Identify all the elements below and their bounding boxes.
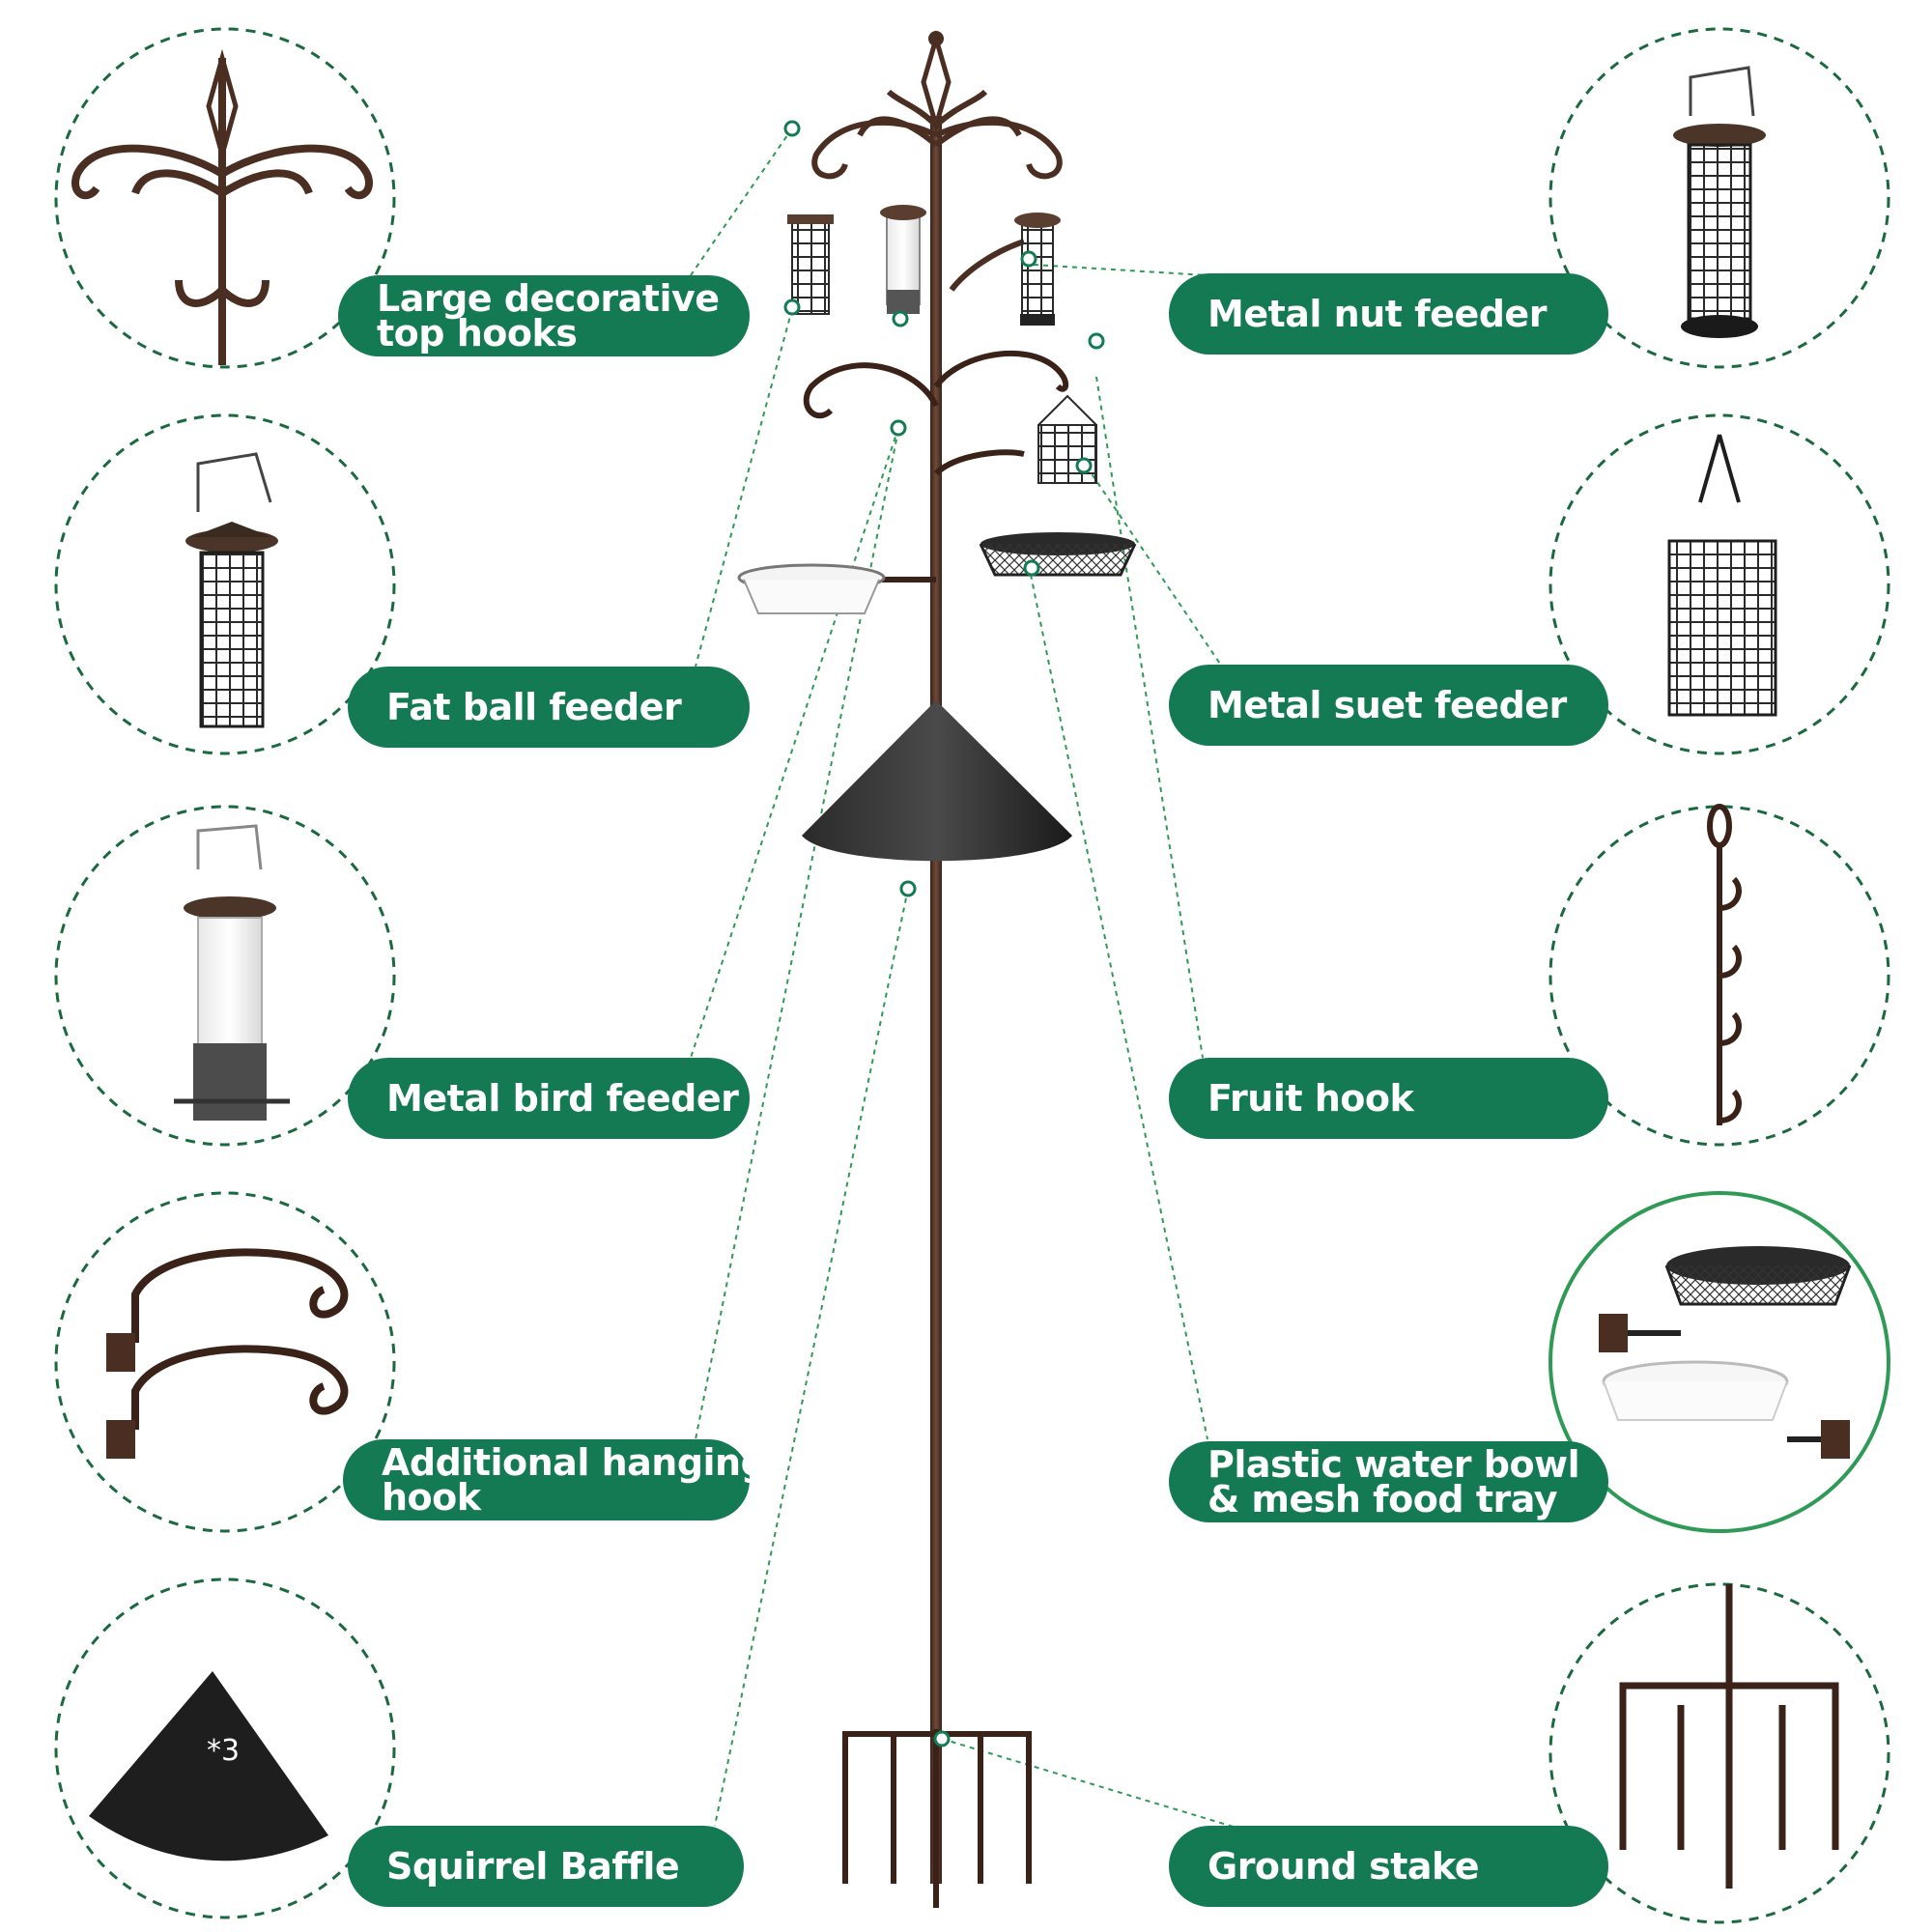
label-metal-bird-text: Metal bird feeder: [386, 1077, 739, 1120]
label-suet-feeder-text: Metal suet feeder: [1208, 684, 1567, 726]
label-bowl-tray-line1: Plastic water bowl: [1208, 1443, 1580, 1486]
label-squirrel-baffle-text: Squirrel Baffle: [386, 1845, 680, 1888]
mini-feeder-nut: [1014, 213, 1061, 326]
label-bowl-tray-line2: & mesh food tray: [1208, 1478, 1557, 1520]
label-bowl-tray: Plastic water bowl & mesh food tray: [1169, 1441, 1608, 1522]
label-fruit-hook: Fruit hook: [1169, 1058, 1608, 1139]
label-fruit-hook-text: Fruit hook: [1208, 1077, 1414, 1120]
circle-suet-feeder: [1548, 413, 1890, 755]
label-squirrel-baffle: Squirrel Baffle: [348, 1826, 744, 1907]
fruit-hook-icon: [1707, 804, 1742, 1125]
label-nut-feeder-text: Metal nut feeder: [1208, 293, 1547, 335]
circle-additional-hook: [54, 1191, 396, 1533]
label-metal-bird: Metal bird feeder: [348, 1058, 750, 1139]
label-top-hooks-line2: top hooks: [377, 312, 578, 355]
tube-bird-feeder-icon: [174, 824, 290, 1121]
label-fat-ball: Fat ball feeder: [348, 667, 750, 748]
label-top-hooks: Large decorative top hooks: [338, 275, 750, 356]
baffle-panel-icon: [89, 1671, 328, 1861]
label-fat-ball-text: Fat ball feeder: [386, 686, 682, 728]
mini-mesh-tray: [979, 532, 1137, 577]
mini-feeder-tube: [880, 205, 926, 314]
hanging-hook-icon: [106, 1248, 349, 1459]
suet-cage-icon: [1667, 434, 1777, 717]
fat-ball-feeder-icon: [185, 452, 278, 728]
label-additional-hook: Additional hanging hook: [343, 1439, 767, 1520]
bowl-tray-icon: [1599, 1246, 1852, 1459]
label-nut-feeder: Metal nut feeder: [1169, 273, 1608, 355]
circle-ground-stake: [1548, 1582, 1890, 1924]
label-top-hooks-line1: Large decorative: [377, 277, 720, 320]
leader-lines: [690, 128, 1247, 1832]
label-ground-stake-text: Ground stake: [1208, 1845, 1480, 1888]
label-additional-hook-line2: hook: [382, 1476, 481, 1519]
ground-stake-icon: [1619, 1584, 1839, 1889]
mini-water-bowl: [737, 563, 886, 614]
label-additional-hook-line1: Additional hanging: [382, 1441, 767, 1484]
circle-squirrel-baffle: [54, 1577, 396, 1919]
nut-feeder-icon: [1673, 66, 1766, 338]
circle-top-hooks: [54, 27, 396, 369]
circle-nut-feeder: [1548, 27, 1890, 369]
label-ground-stake: Ground stake: [1169, 1826, 1608, 1907]
circle-bowl-tray: [1548, 1191, 1890, 1533]
mini-squirrel-baffle: [802, 700, 1072, 862]
mini-feeder-cage: [787, 214, 834, 315]
circle-fruit-hook: [1548, 805, 1890, 1147]
circle-metal-bird: [54, 805, 396, 1147]
decorative-hooks-icon: [71, 48, 373, 365]
feeding-station-pole: [737, 29, 1137, 1908]
mini-feeder-suet: [1037, 394, 1097, 484]
label-suet-feeder: Metal suet feeder: [1169, 665, 1608, 746]
circle-fat-ball: [54, 413, 396, 755]
baffle-count-label: *3: [207, 1734, 241, 1768]
detail-circles: [54, 27, 1890, 1924]
